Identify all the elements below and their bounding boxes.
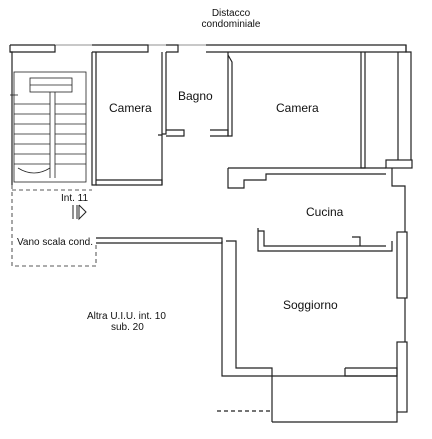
room-label-camera-right: Camera — [276, 101, 319, 115]
entrance-door — [72, 204, 87, 221]
room-label-cucina: Cucina — [306, 205, 344, 219]
room-label-soggiorno: Soggiorno — [283, 298, 338, 312]
top-note-line2: condominiale — [201, 19, 261, 30]
room-label-camera-left: Camera — [109, 101, 152, 115]
stairwell-label: Vano scala cond. — [17, 237, 93, 248]
stairwell-dashed-boundary — [11, 185, 97, 267]
stairwell — [10, 71, 87, 183]
unit-number-label: Int. 11 — [61, 193, 89, 204]
other-unit-sub-label: sub. 20 — [111, 322, 144, 333]
other-unit-label: Altra U.I.U. int. 10 — [87, 311, 166, 322]
outer-walls — [9, 44, 413, 423]
top-note-line1: Distacco — [211, 8, 251, 19]
room-label-bagno: Bagno — [178, 89, 213, 103]
top-note: Distacco condominiale — [196, 8, 266, 30]
